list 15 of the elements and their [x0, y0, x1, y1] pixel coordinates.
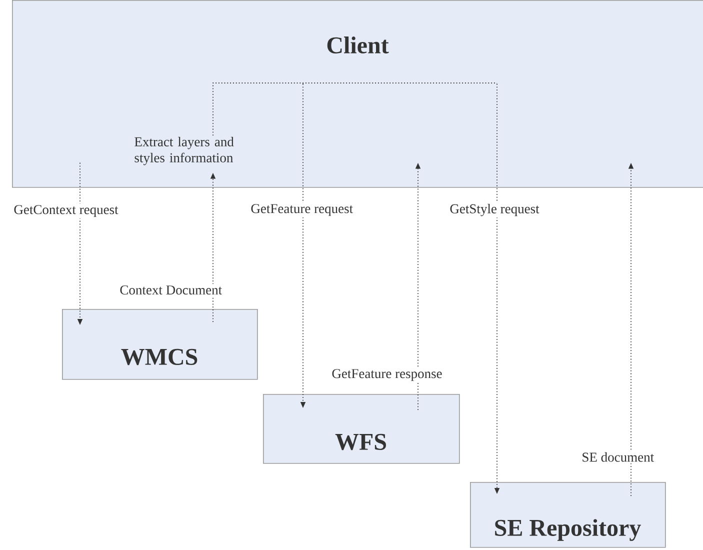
edge-label: GetContext request	[14, 205, 118, 217]
server-box	[470, 482, 666, 548]
node-title: Client	[327, 36, 389, 54]
node-title: WMCS	[121, 348, 198, 366]
client-box	[12, 0, 703, 188]
edge-label: GetStyle request	[450, 204, 540, 216]
server-box	[62, 309, 258, 380]
node-title: WFS	[335, 434, 386, 450]
edge-label: Context Document	[120, 285, 222, 295]
note-text: Extract layers and styles information	[134, 136, 234, 166]
edge-label: GetFeature response	[332, 369, 442, 381]
node-title: SE Repository	[495, 519, 641, 541]
edge-label: SE document	[582, 452, 654, 462]
edge-label: GetFeature request	[251, 204, 353, 216]
server-box	[263, 394, 460, 464]
